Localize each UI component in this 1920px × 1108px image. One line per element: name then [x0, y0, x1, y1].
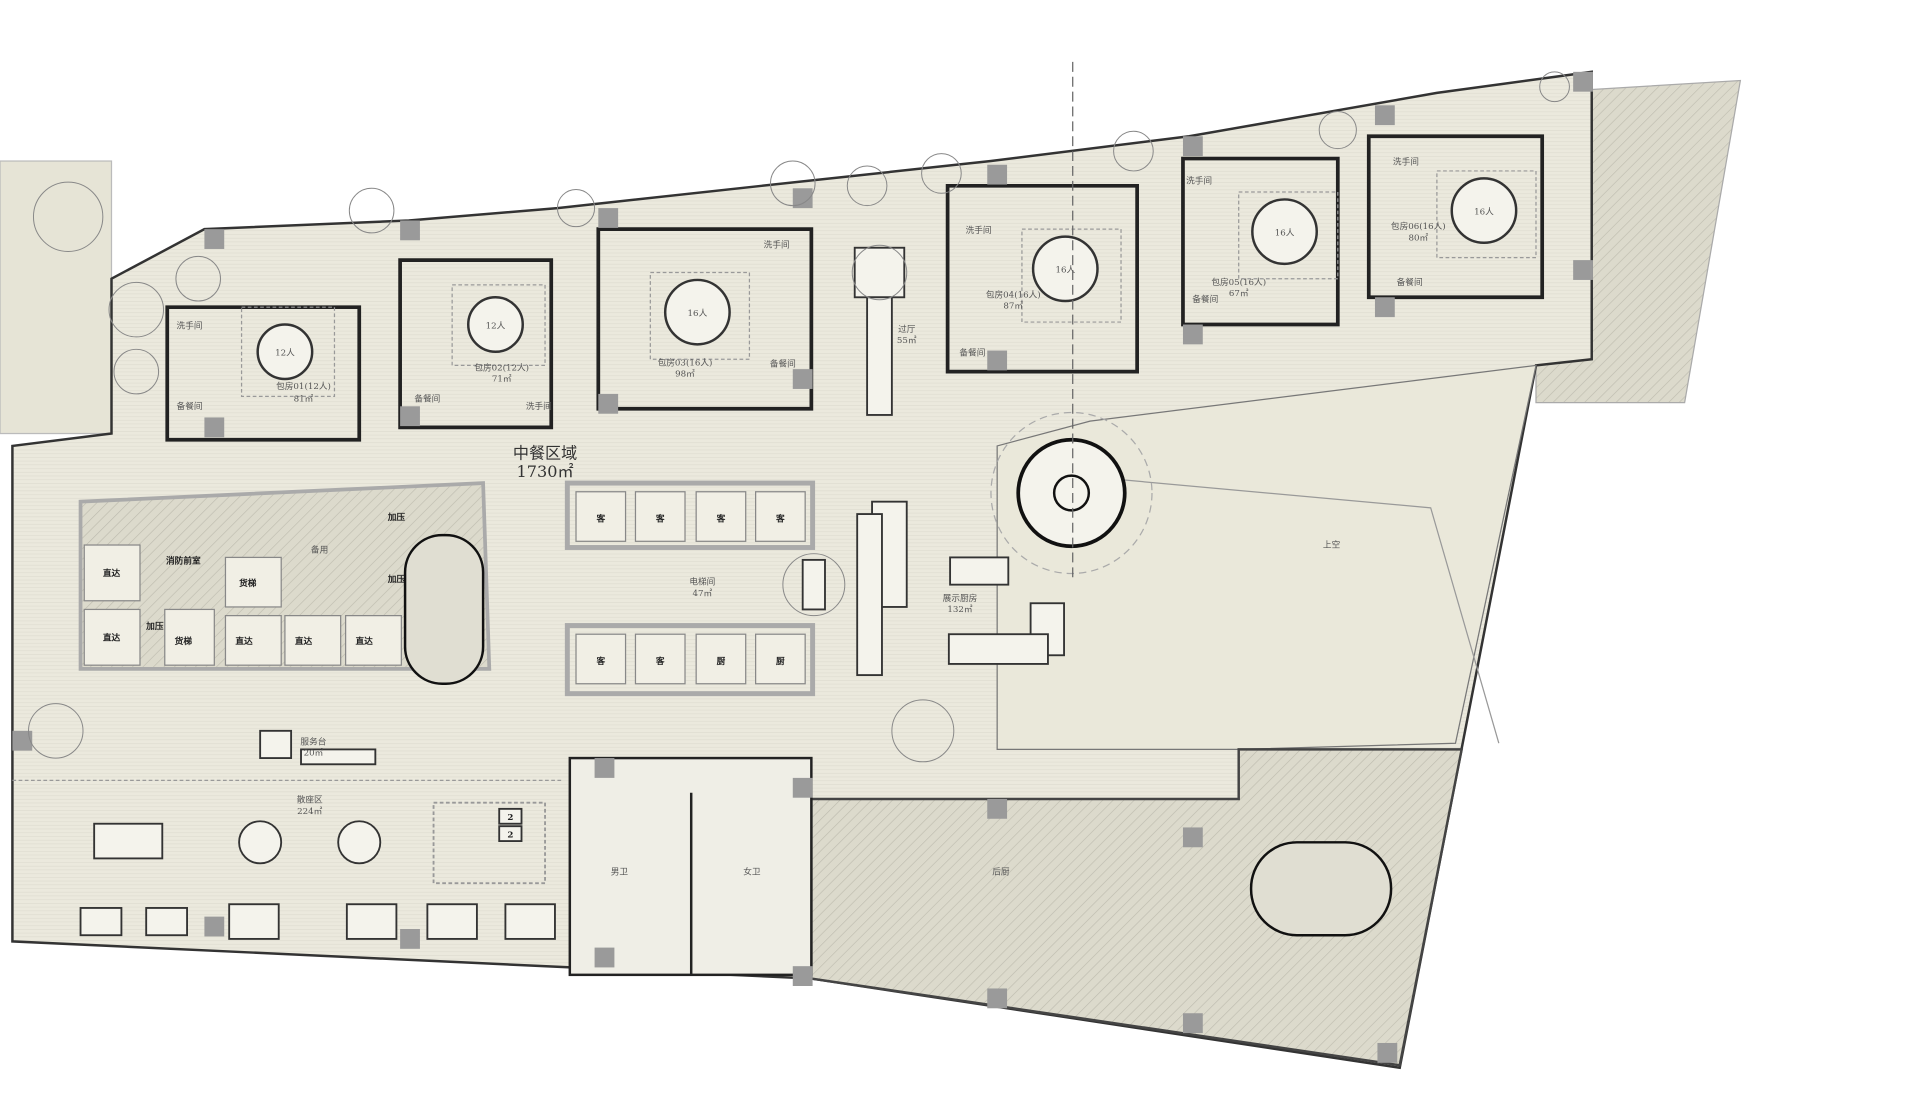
washroom-label: 洗手间	[177, 319, 203, 331]
washroom-label: 洗手间	[1186, 174, 1212, 186]
table-capacity: 16人	[1275, 227, 1295, 238]
womens-wc-label: 女卫	[743, 866, 761, 878]
room-02-label: 包房02(12人)	[474, 361, 529, 373]
room-01-area: 81㎡	[294, 393, 314, 404]
room-06-label: 包房06(16人)	[1391, 220, 1446, 232]
lift-labels: 客 客 客 客 客 客 厨 厨 直达 直达 直达 直达 直达 货梯 货梯 加压 …	[103, 511, 785, 667]
tree-icons	[28, 71, 1570, 763]
elevator-lobby-label: 电梯间	[689, 576, 715, 588]
room-04-area: 87㎡	[1003, 300, 1023, 311]
table-capacity: 16人	[1474, 206, 1494, 217]
room-03-area: 98㎡	[675, 369, 695, 380]
service-desk-label: 服务台	[300, 735, 326, 747]
washroom-label: 洗手间	[966, 224, 992, 236]
room-06-area: 80㎡	[1408, 232, 1428, 243]
pantry-label: 备餐间	[414, 392, 440, 404]
pantry-label: 备餐间	[770, 358, 796, 370]
lift-label: 直达	[103, 567, 121, 579]
table-seats: 2	[507, 830, 513, 840]
main-area-label: 中餐区域	[513, 443, 577, 462]
stair-back-kitchen	[1249, 841, 1393, 937]
show-kitchen-label: 展示厨房	[943, 592, 978, 604]
fire-lobby-label: 消防前室	[166, 555, 201, 567]
show-kitchen-counters	[801, 500, 1065, 677]
spare-label: 备用	[311, 543, 328, 555]
seating-label: 散座区	[297, 794, 323, 806]
show-kitchen-area: 132㎡	[947, 604, 973, 615]
table-capacity: 12人	[275, 348, 295, 359]
washroom-label: 洗手间	[526, 400, 552, 412]
room-03-label: 包房03(16人)	[658, 356, 713, 368]
seating-tables	[79, 801, 556, 940]
round-tables	[256, 177, 1518, 381]
seating-area: 224㎡	[297, 806, 323, 817]
elevator-lobby-area: 47㎡	[693, 588, 713, 599]
lift-label: 加压	[387, 511, 406, 523]
elevator-bank	[83, 480, 816, 697]
lift-label: 货梯	[238, 577, 257, 589]
void-edge	[1090, 476, 1500, 744]
lift-label: 客	[716, 512, 726, 524]
pantry-label: 备餐间	[177, 400, 203, 412]
lift-label: 直达	[235, 635, 253, 647]
service-desk-block	[259, 729, 293, 760]
pantry-label: 备餐间	[1397, 276, 1423, 288]
room-04-label: 包房04(16人)	[986, 288, 1041, 300]
pantry-label: 备餐间	[959, 347, 985, 359]
table-capacity: 16人	[688, 308, 708, 319]
table-capacity: 12人	[486, 320, 506, 331]
service-counter	[300, 748, 377, 766]
lift-label: 客	[655, 512, 665, 524]
private-rooms	[165, 134, 1545, 442]
pantry-label: 备餐间	[1192, 293, 1218, 305]
room-01-label: 包房01(12人)	[276, 380, 331, 392]
lift-label: 客	[595, 512, 605, 524]
structural-columns	[12, 71, 1593, 1063]
void-label: 上空	[1323, 538, 1341, 550]
main-area-size: 1730㎡	[517, 462, 574, 481]
garden-area	[0, 160, 113, 435]
service-desk-area: 20㎡	[304, 748, 324, 759]
stair-core	[403, 533, 485, 685]
lift-label: 直达	[356, 635, 374, 647]
lift-label: 客	[655, 655, 665, 667]
back-kitchen-label: 后厨	[992, 867, 1010, 878]
lift-label: 货梯	[174, 635, 193, 647]
lift-label: 客	[595, 655, 605, 667]
room-05-label: 包房05(16人)	[1211, 276, 1266, 288]
room-02-area: 71㎡	[492, 374, 512, 385]
lift-label: 客	[775, 512, 785, 524]
lift-label: 加压	[387, 573, 406, 585]
lift-label: 直达	[103, 631, 121, 643]
lift-label: 直达	[295, 635, 313, 647]
room-05-area: 67㎡	[1229, 288, 1249, 299]
lift-label: 厨	[717, 656, 726, 667]
washroom-label: 洗手间	[1393, 156, 1419, 168]
table-capacity: 16人	[1055, 265, 1075, 276]
spiral-stair	[990, 411, 1153, 575]
lift-label: 加压	[145, 620, 164, 632]
hall-label: 过厅	[898, 323, 916, 335]
table-seats: 2	[507, 813, 513, 823]
lift-label: 厨	[776, 656, 785, 667]
washroom-label: 洗手间	[764, 239, 790, 251]
round-table-dashed-zones	[240, 170, 1537, 397]
hall-area: 55㎡	[897, 335, 917, 346]
mens-wc-label: 男卫	[611, 867, 629, 878]
